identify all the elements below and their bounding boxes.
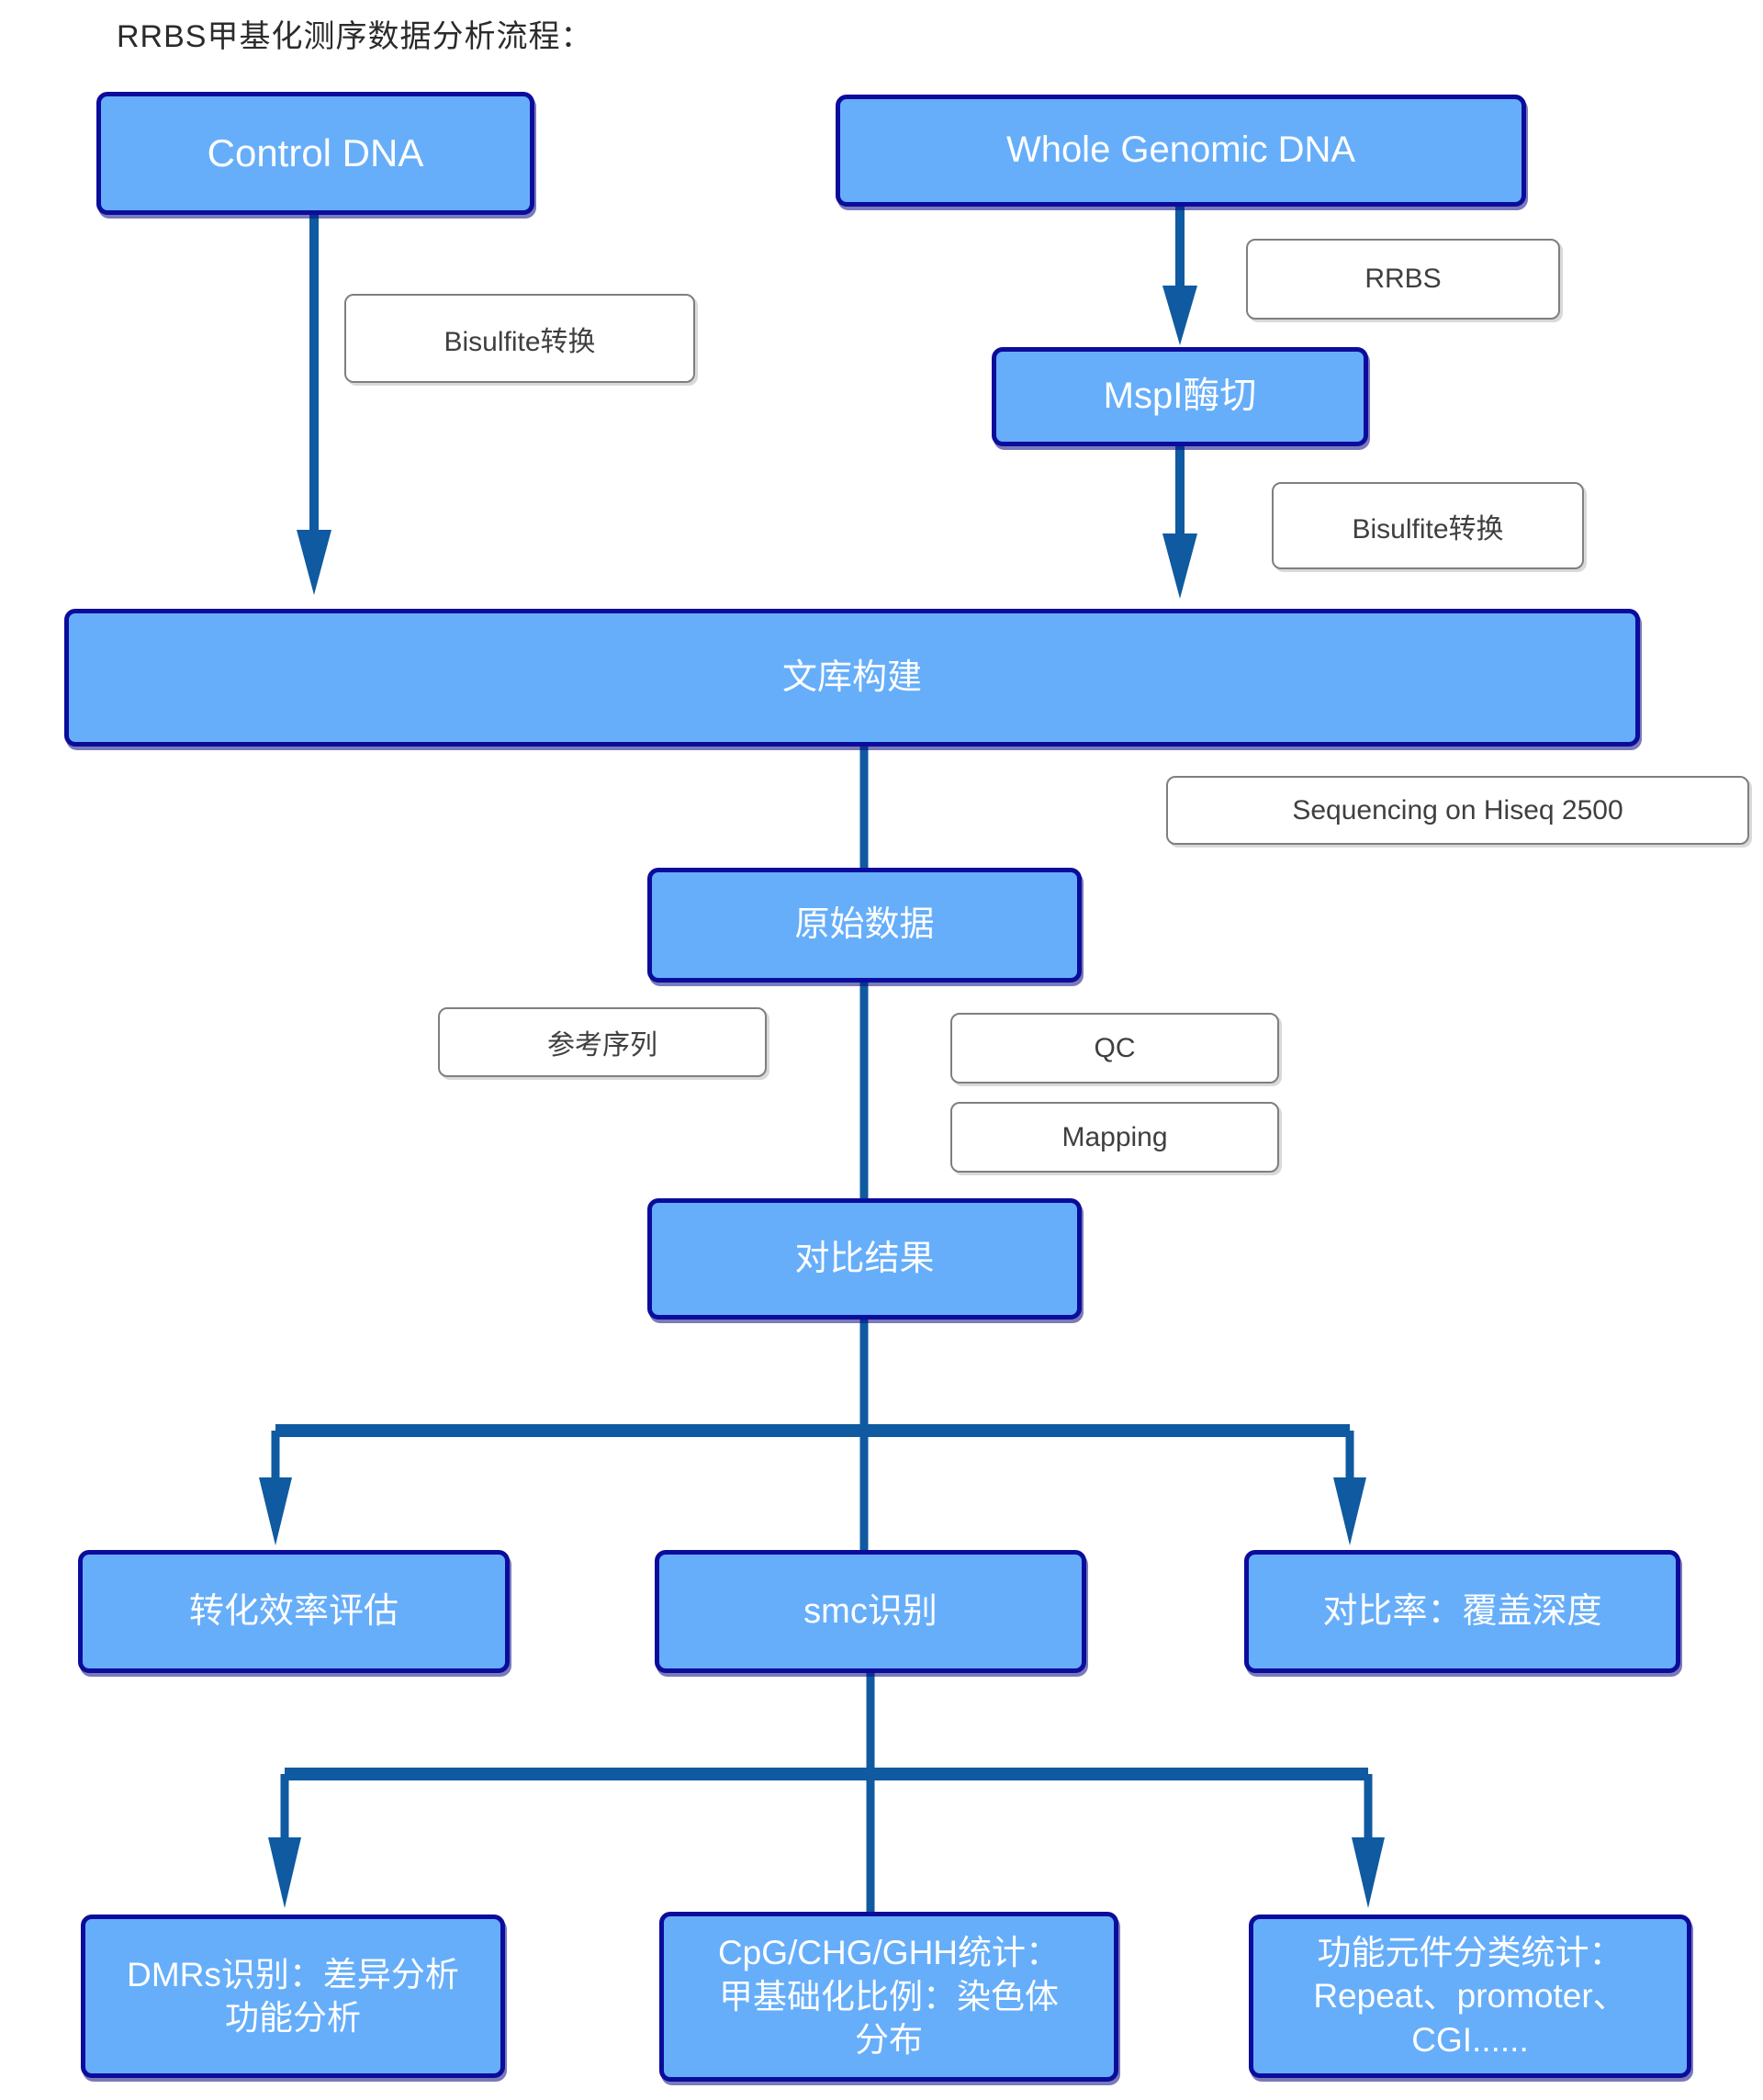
branch-smc-results xyxy=(268,1671,1385,1915)
label-bisulfite-conversion-left: Bisulfite转换 xyxy=(344,294,695,383)
node-cpg-statistics: CpG/CHG/GHH统计： 甲基础化比例：染色体 分布 xyxy=(659,1912,1118,2082)
node-functional-elements: 功能元件分类统计： Repeat、promoter、 CGI...... xyxy=(1249,1915,1691,2078)
label-reference-sequence: 参考序列 xyxy=(438,1007,767,1077)
label-mapping: Mapping xyxy=(950,1102,1279,1173)
label-rrbs: RRBS xyxy=(1246,239,1560,320)
node-mspi-digestion: MspI酶切 xyxy=(992,347,1368,446)
page-title: RRBS甲基化测序数据分析流程： xyxy=(117,19,593,54)
node-library-construction: 文库构建 xyxy=(64,609,1640,747)
label-bisulfite-conversion-right: Bisulfite转换 xyxy=(1272,482,1584,569)
arrow-mspi-to-library xyxy=(1162,446,1197,599)
node-smc-identification: smc识别 xyxy=(655,1550,1086,1673)
arrow-wgdna-to-mspi xyxy=(1162,206,1197,345)
node-mapping-rate-coverage: 对比率：覆盖深度 xyxy=(1244,1550,1680,1673)
node-dmrs-identification: DMRs识别：差异分析 功能分析 xyxy=(81,1915,505,2078)
label-qc: QC xyxy=(950,1013,1279,1084)
node-alignment-result: 对比结果 xyxy=(647,1198,1082,1320)
arrow-control-to-library xyxy=(297,214,331,595)
node-control-dna: Control DNA xyxy=(96,92,534,215)
node-raw-data: 原始数据 xyxy=(647,868,1082,983)
node-conversion-efficiency: 转化效率评估 xyxy=(78,1550,510,1673)
label-sequencing-hiseq2500: Sequencing on Hiseq 2500 xyxy=(1166,776,1749,845)
branch-align-results xyxy=(259,1317,1366,1554)
node-whole-genomic-dna: Whole Genomic DNA xyxy=(836,95,1526,207)
